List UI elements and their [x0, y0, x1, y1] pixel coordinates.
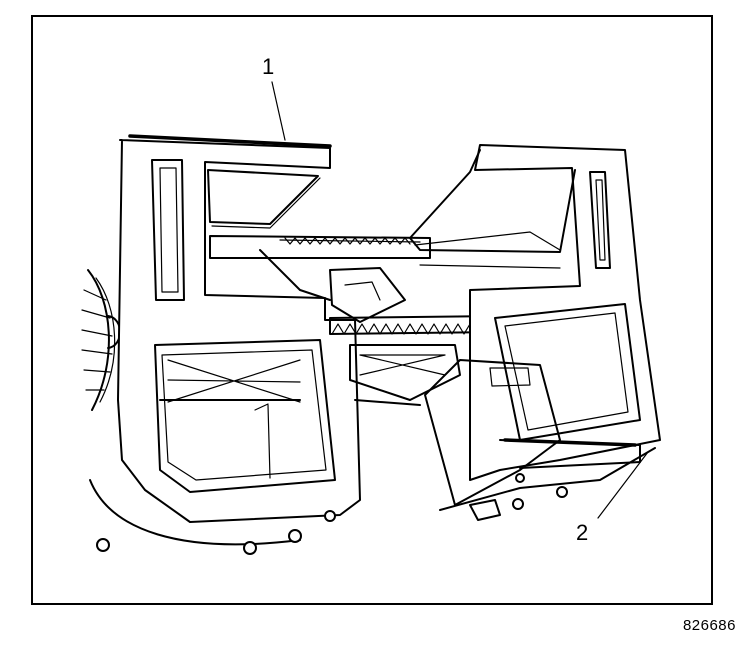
leader-line-2: [597, 451, 649, 519]
left-housing-half: [89, 134, 361, 555]
blower-wheel: [81, 269, 121, 411]
figure-number: 826686: [682, 617, 736, 634]
center-door-linkage: [209, 235, 501, 406]
right-housing-half: [409, 144, 661, 521]
callout-label-2: 2: [576, 520, 589, 545]
callout-label-1: 1: [262, 54, 275, 79]
diagram-frame: [31, 15, 713, 605]
leader-line-1: [271, 81, 286, 141]
callout-leaders: [271, 81, 649, 519]
